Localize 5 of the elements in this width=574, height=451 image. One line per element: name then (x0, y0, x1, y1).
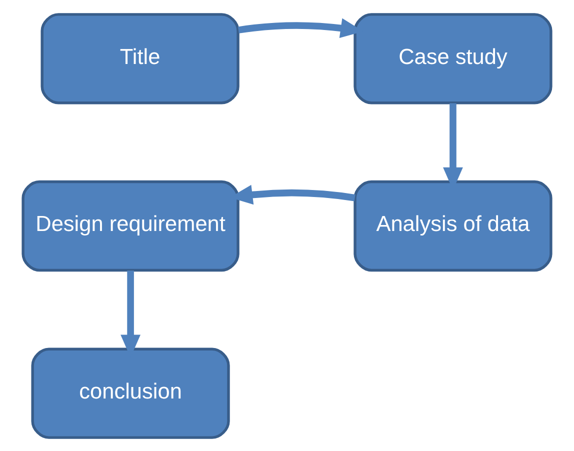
node-box: Title (40, 12, 240, 104)
node-box: conclusion (31, 347, 230, 438)
node-box: Design requirement (22, 180, 240, 272)
node-box: Case study (354, 12, 552, 104)
node-box: Analysis of data (354, 180, 552, 272)
